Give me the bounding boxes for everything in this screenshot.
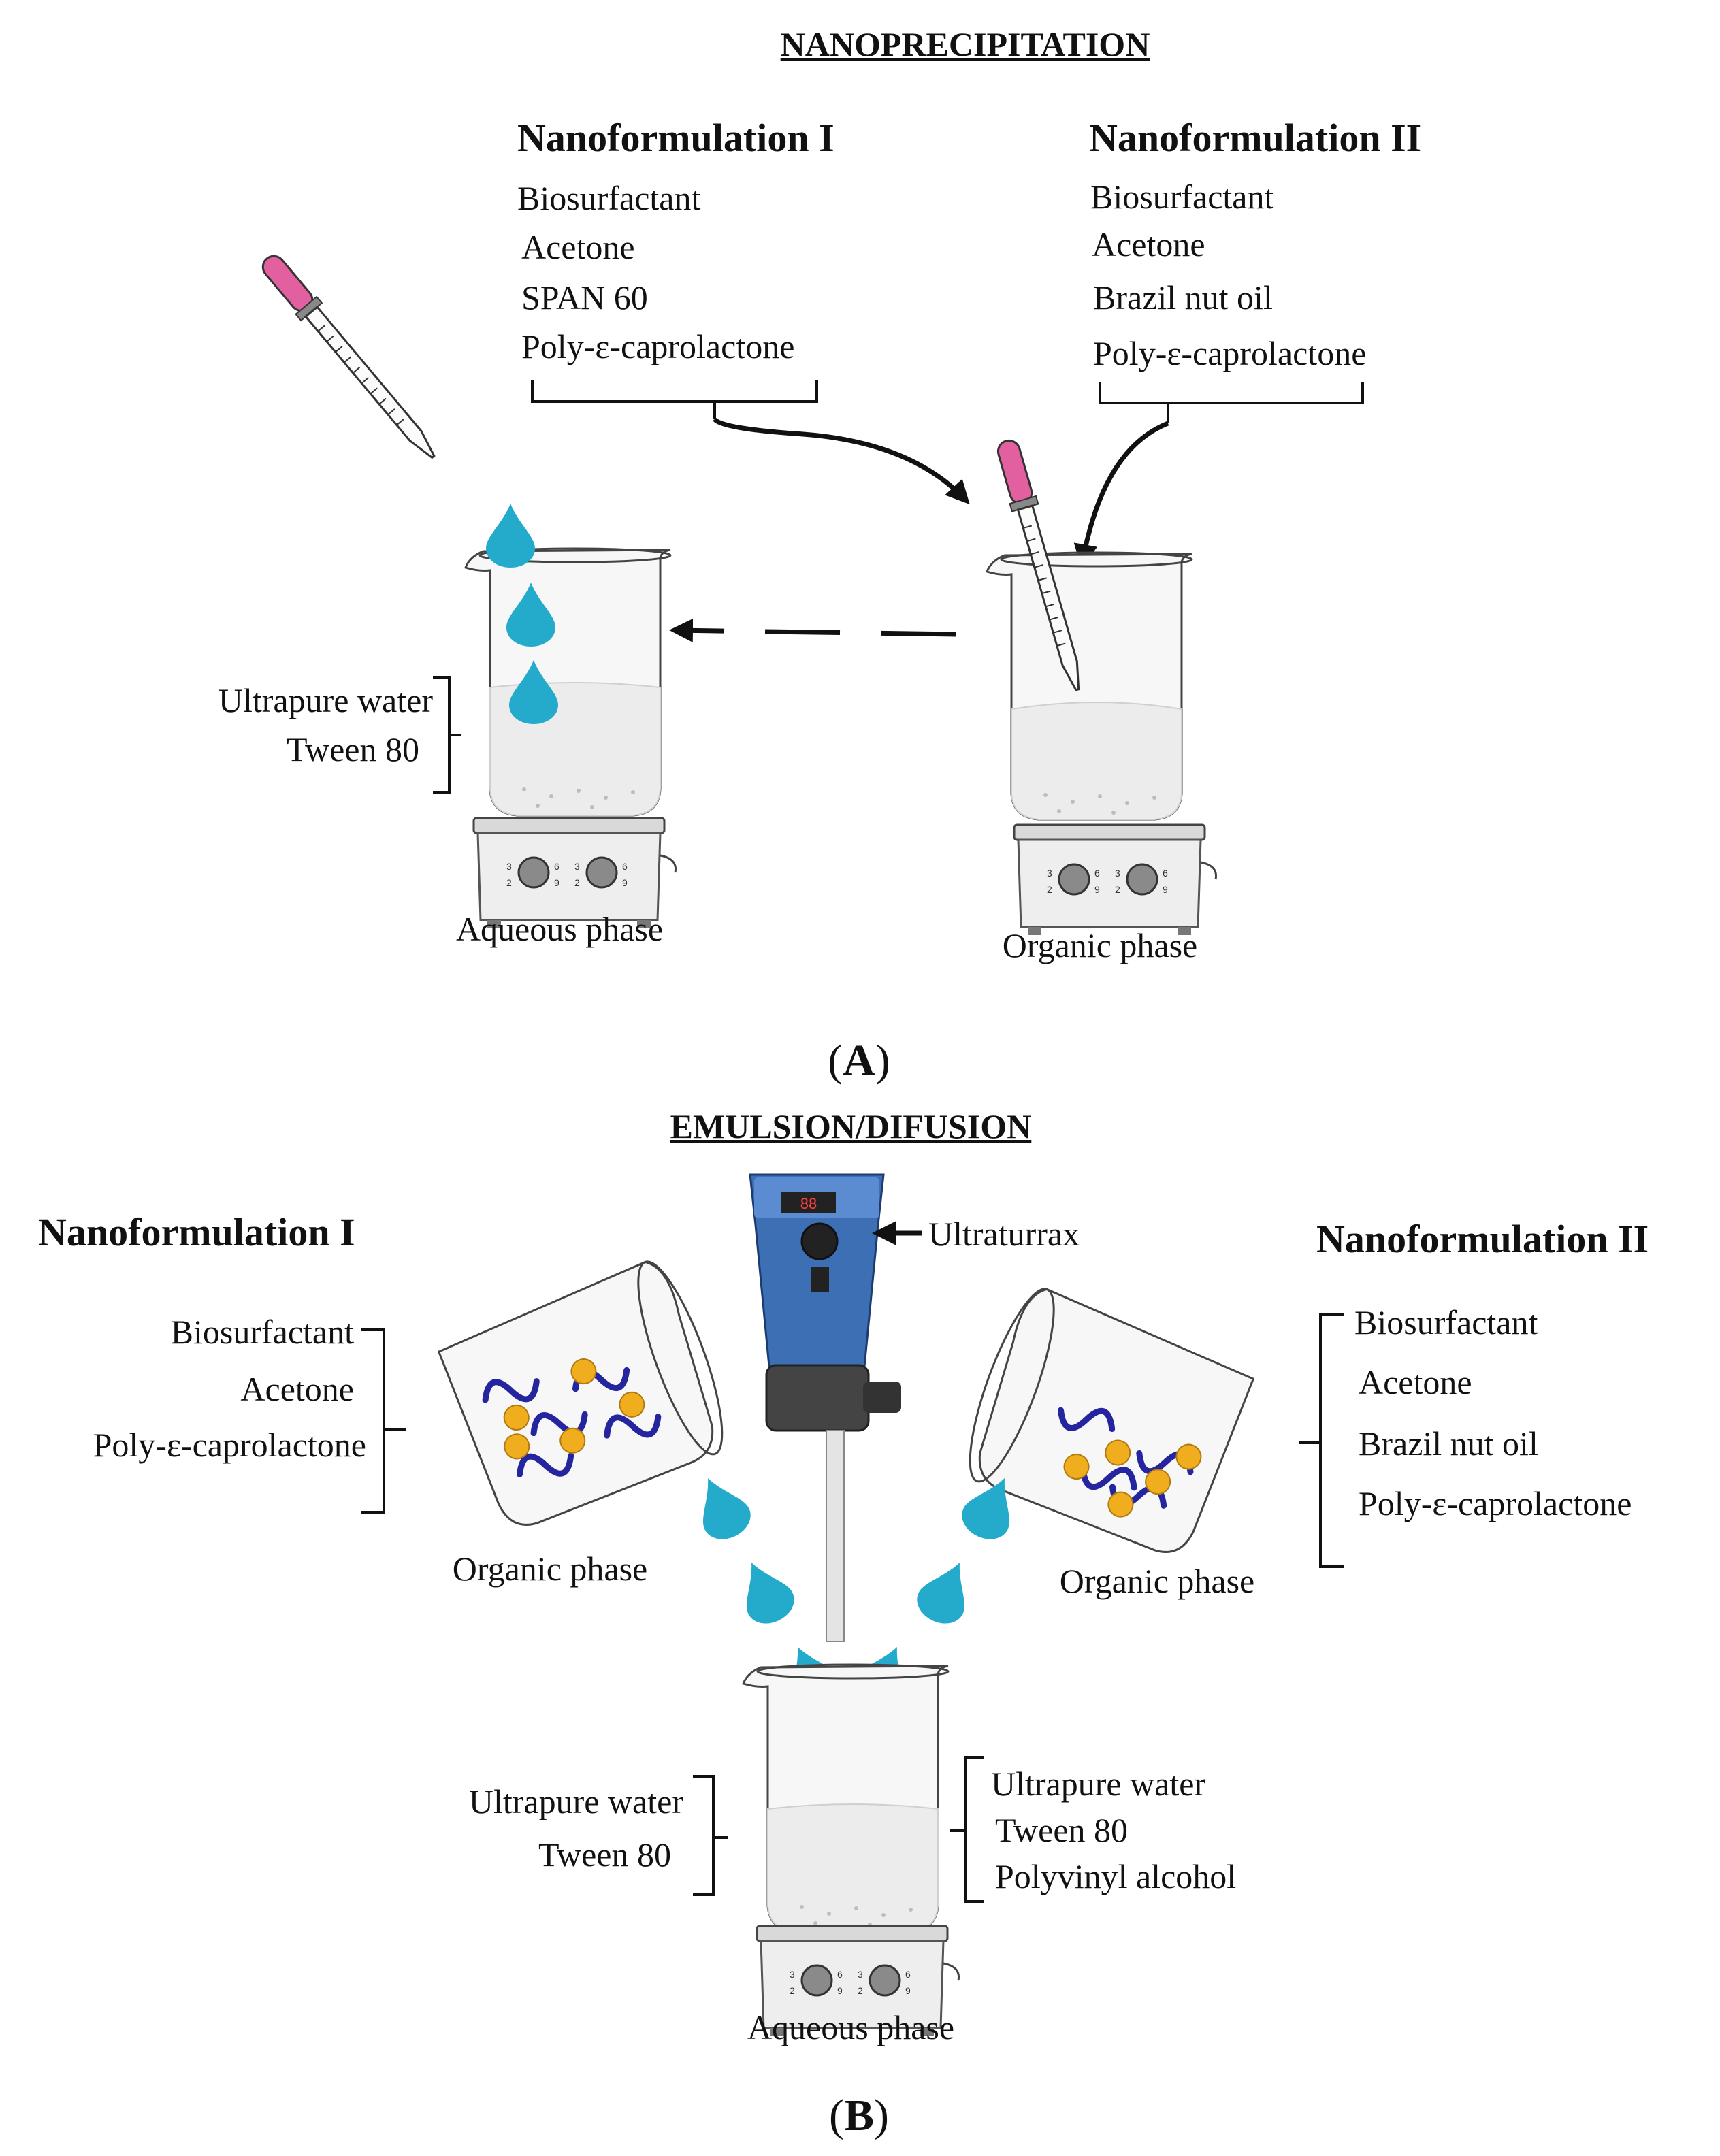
panel-a-label: (A)	[828, 1036, 890, 1085]
panel-b-nf2-item: Biosurfactant	[1354, 1303, 1538, 1341]
panel-a-pipette	[255, 248, 445, 467]
panel-a-nf2-item: Biosurfactant	[1090, 178, 1273, 216]
panel-b-nf1-item: Biosurfactant	[171, 1313, 354, 1351]
panel-b-aqueous-left-component: Tween 80	[538, 1835, 671, 1874]
panel-b-aqueous-right-component: Ultrapure water	[991, 1765, 1205, 1803]
panel-b-left-organic-beaker	[437, 1260, 724, 1526]
panel-a-aqueous-component: Ultrapure water	[218, 681, 433, 719]
panel-a-nf1-item: Acetone	[521, 228, 635, 266]
panel-b-nf1-item: Acetone	[240, 1370, 354, 1408]
panel-b-nf2-item: Poly-ε-caprolactone	[1359, 1484, 1632, 1522]
panel-b-title: EMULSION/DIFUSION	[670, 1107, 1032, 1145]
svg-text:88: 88	[800, 1195, 817, 1212]
panel-a-nf1-arrow	[713, 417, 970, 505]
panel-a-nf1-item: Biosurfactant	[517, 179, 700, 217]
panel-a-organic-label: Organic phase	[1003, 926, 1197, 964]
panel-a-nf2-arrow	[1073, 421, 1169, 568]
panel-a-organic-stirplate	[1013, 823, 1218, 936]
panel-a-nf2-item: Acetone	[1092, 225, 1205, 263]
panel-a-title: NANOPRECIPITATION	[781, 25, 1150, 63]
panel-b-aqueous-beaker	[742, 1663, 950, 1933]
panel-a-organic-beaker	[986, 551, 1193, 821]
panel-a-nf1-heading: Nanoformulation I	[517, 116, 834, 160]
panel-b-nf2-heading: Nanoformulation II	[1316, 1217, 1649, 1261]
panel-b-aqueous-right-brace	[950, 1756, 984, 1903]
panel-b-aqueous-left-brace	[693, 1775, 728, 1896]
panel-b-nf2-item: Acetone	[1359, 1363, 1472, 1401]
panel-a-nf2-item: Poly-ε-caprolactone	[1093, 334, 1366, 372]
panel-b-aqueous-right-component: Tween 80	[995, 1811, 1128, 1849]
panel-a-aqueous-component: Tween 80	[287, 730, 419, 768]
panel-a-nf1-item: Poly-ε-caprolactone	[521, 327, 794, 365]
panel-a-nf1-brace	[531, 380, 818, 419]
panel-a-aqueous-brace	[433, 676, 461, 794]
panel-b-droplet	[729, 1552, 801, 1631]
panel-b-aqueous-right-component: Polyvinyl alcohol	[995, 1857, 1236, 1895]
panel-b-nf1-heading: Nanoformulation I	[38, 1210, 355, 1254]
panel-b-nf2-item: Brazil nut oil	[1359, 1424, 1538, 1463]
panel-a-aqueous-label: Aqueous phase	[456, 910, 663, 948]
panel-a-droplet	[486, 504, 535, 568]
panel-a-aqueous-beaker	[464, 547, 672, 817]
panel-a-nf1-item: SPAN 60	[521, 278, 648, 316]
panel-a-nf2-heading: Nanoformulation II	[1089, 116, 1421, 160]
panel-a-nf2-brace	[1099, 382, 1364, 423]
panel-b-label: (B)	[829, 2091, 889, 2140]
panel-b-left-organic-label: Organic phase	[453, 1550, 647, 1588]
panel-b-aqueous-left-component: Ultrapure water	[469, 1782, 683, 1820]
panel-b-right-organic-beaker	[969, 1288, 1255, 1553]
panel-a-transfer-arrow	[669, 618, 956, 642]
panel-b-nf1-item: Poly-ε-caprolactone	[93, 1426, 366, 1464]
panel-b-droplet	[910, 1552, 982, 1631]
ultraturrax-label: Ultraturrax	[928, 1215, 1080, 1253]
panel-b-nf1-brace	[361, 1328, 406, 1514]
panel-b-nf2-brace	[1299, 1313, 1344, 1568]
panel-a-nf2-item: Brazil nut oil	[1093, 278, 1273, 316]
ultraturrax-homogenizer: 88	[749, 1173, 901, 1642]
panel-b-droplet	[685, 1467, 758, 1547]
panel-b-right-organic-label: Organic phase	[1060, 1562, 1254, 1600]
panel-b-aqueous-label: Aqueous phase	[747, 2008, 954, 2046]
